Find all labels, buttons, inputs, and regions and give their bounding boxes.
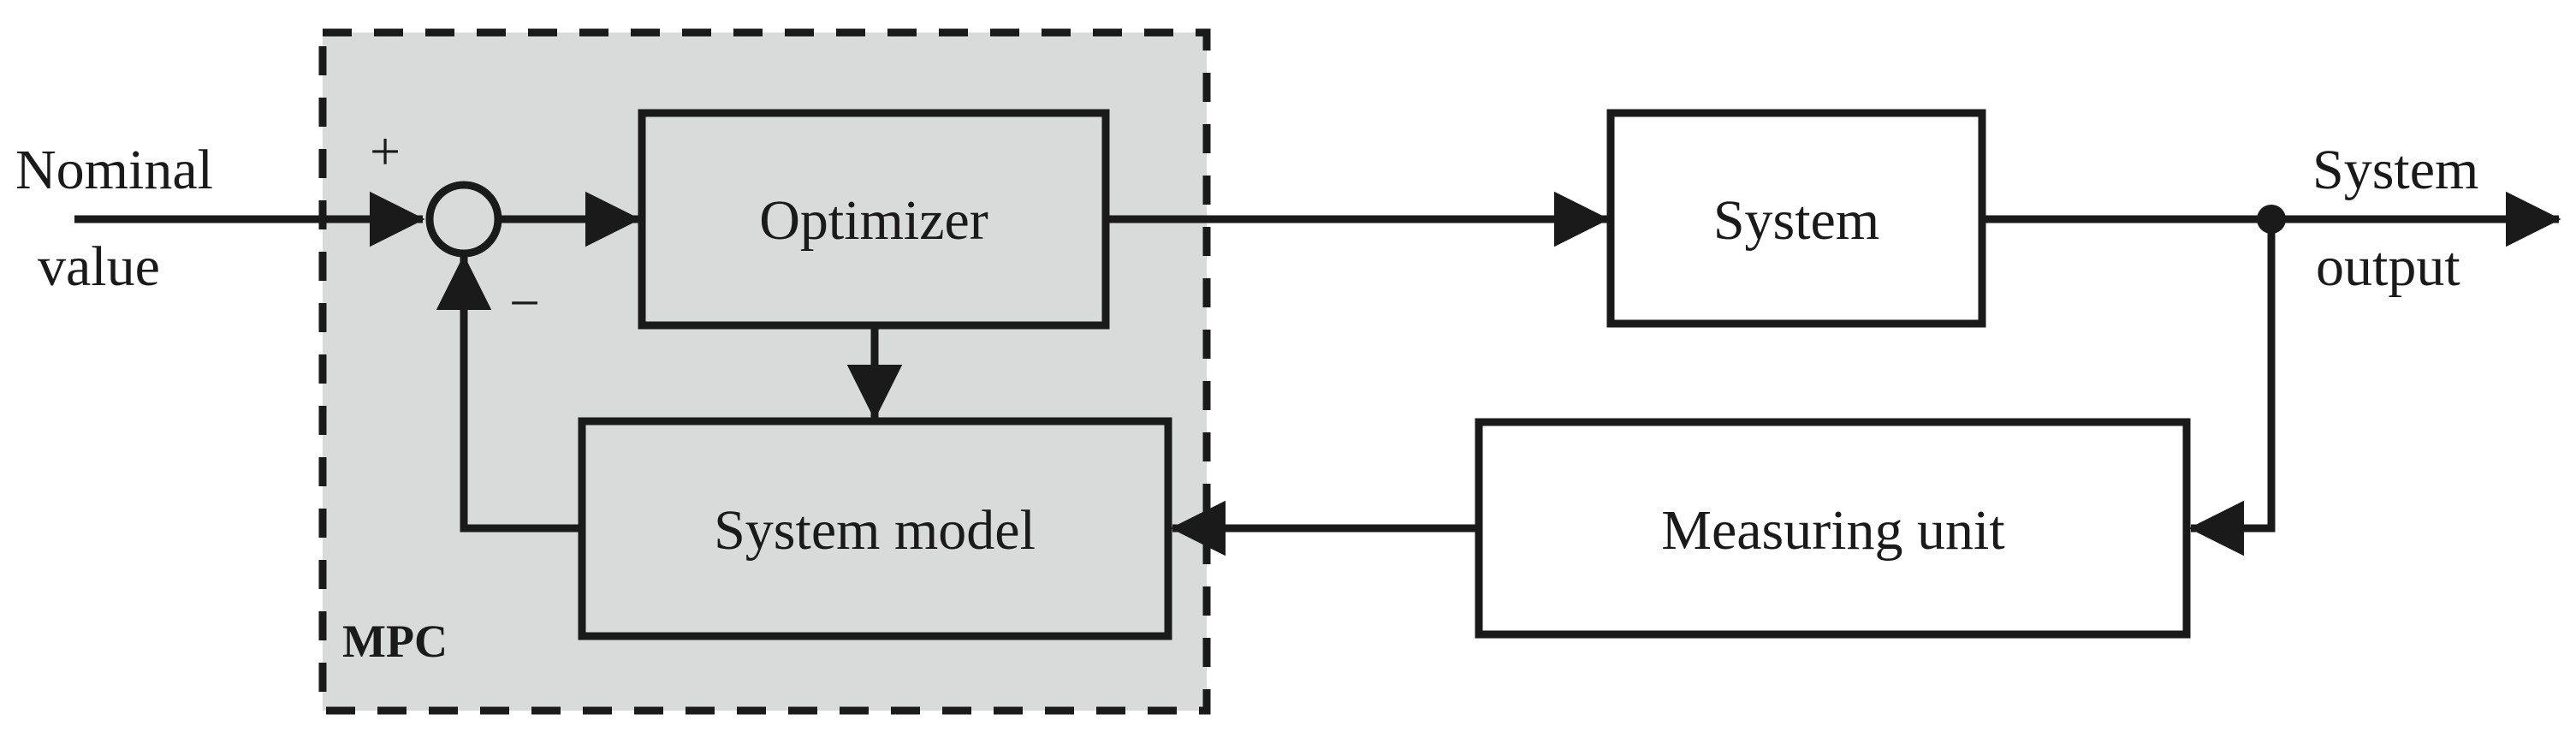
mpc-region-label: MPC bbox=[342, 616, 448, 667]
input-label-line2: value bbox=[38, 235, 160, 298]
plus-sign-icon: + bbox=[370, 121, 401, 182]
system-model-label: System model bbox=[714, 499, 1036, 562]
input-label-line1: Nominal bbox=[15, 139, 213, 201]
optimizer-block[interactable] bbox=[638, 109, 1110, 330]
minus-sign-icon: − bbox=[509, 272, 541, 333]
system-label: System bbox=[1712, 189, 1880, 252]
optimizer-label: Optimizer bbox=[759, 189, 988, 252]
measurement-pickup-line bbox=[2188, 219, 2276, 557]
output-label-line2: output bbox=[2316, 235, 2460, 298]
model-feedback-line bbox=[436, 254, 582, 533]
sum-junction bbox=[425, 181, 502, 258]
measuring-unit-label: Measuring unit bbox=[1661, 499, 2005, 562]
output-label-line1: System bbox=[2312, 139, 2479, 201]
system-block[interactable] bbox=[1606, 109, 1986, 328]
measuring-unit-block[interactable] bbox=[1475, 418, 2191, 639]
